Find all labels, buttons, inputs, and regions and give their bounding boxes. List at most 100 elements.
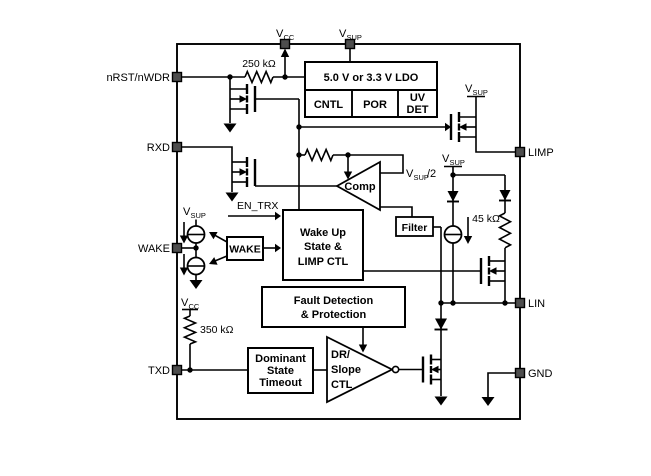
- pin-label-gnd: GND: [528, 368, 553, 380]
- pin-label-rxd: RXD: [147, 142, 170, 154]
- ldo-uv: UV: [410, 92, 426, 104]
- rxd-mosfet: [239, 157, 257, 187]
- ground-icon: [223, 123, 237, 133]
- ground-icon: [434, 396, 448, 406]
- diode: [434, 318, 448, 331]
- wakeup-line1: Wake Up: [300, 227, 346, 239]
- pin-vsup: [344, 38, 356, 50]
- ldo-por: POR: [363, 99, 387, 111]
- svg-text:V: V: [406, 168, 414, 180]
- svg-text:SUP: SUP: [450, 158, 465, 167]
- pin-nrst: [171, 71, 183, 83]
- comp-label: Comp: [344, 181, 375, 193]
- svg-text:V: V: [276, 28, 284, 40]
- ground-icon: [481, 397, 495, 406]
- dominant-line2: State: [267, 365, 294, 377]
- label-en-trx: EN_TRX: [237, 200, 278, 212]
- ground-icon: [189, 280, 203, 289]
- filter-label: Filter: [402, 222, 428, 234]
- pin-label-limp: LIMP: [528, 147, 554, 159]
- wake-current-arrow: [179, 235, 189, 244]
- lin-mosfet: [479, 256, 497, 286]
- svg-text:SUP: SUP: [347, 33, 362, 42]
- pin-label-txd: TXD: [148, 365, 170, 377]
- wake-block: [226, 236, 264, 261]
- en-trx-arrow: [275, 211, 281, 221]
- diode: [447, 191, 459, 203]
- fault-block: [261, 286, 406, 328]
- vcc-up-arrow: [280, 48, 290, 57]
- wake-ctl-diag-arrow: [209, 257, 218, 265]
- resistor-bias: [304, 147, 334, 163]
- inverter-bubble: [391, 365, 400, 374]
- svg-text:SUP: SUP: [473, 88, 488, 97]
- fault-line2: & Protection: [301, 309, 367, 321]
- ldo-cntl: CNTL: [314, 99, 344, 111]
- svg-text:V: V: [339, 28, 347, 40]
- comparator-triangle: [335, 160, 381, 212]
- dominant-line1: Dominant: [255, 353, 306, 365]
- svg-text:V: V: [183, 206, 191, 218]
- pin-gnd: [514, 367, 526, 379]
- pin-txd: [171, 364, 183, 376]
- ground-symbols: [189, 123, 495, 406]
- pin-limp: [514, 146, 526, 158]
- current-source: [186, 225, 206, 244]
- resistor-350k: [182, 315, 198, 345]
- ldo-det: DET: [407, 104, 429, 116]
- svg-text:SUP: SUP: [414, 173, 429, 182]
- pin-label-nrst: nRST/nWDR: [106, 72, 170, 84]
- pin-squares: [171, 38, 526, 379]
- wakeup-block: [282, 209, 364, 281]
- svg-text:V: V: [442, 153, 450, 165]
- wake-label: WAKE: [229, 244, 261, 256]
- diode: [499, 190, 511, 202]
- mosfets: [239, 84, 497, 385]
- pin-vcc: [279, 38, 291, 50]
- comp-enable-arrow: [343, 171, 353, 180]
- dominant-line3: Timeout: [259, 377, 302, 389]
- junction-dots: [187, 74, 508, 373]
- pin-lin: [514, 297, 526, 309]
- drslope-line2: Slope: [331, 364, 361, 376]
- svg-text:CC: CC: [189, 302, 200, 311]
- wake-to-ctl-arrow: [275, 243, 281, 253]
- current-source: [443, 225, 463, 244]
- limp-gate-arrow: [445, 122, 451, 132]
- filter-block: [395, 216, 434, 237]
- current-sources: [186, 225, 463, 276]
- fault-line1: Fault Detection: [294, 295, 374, 307]
- arrowheads: [179, 48, 473, 353]
- mosfet-taps: [230, 88, 505, 381]
- svg-text:SUP: SUP: [191, 211, 206, 220]
- txd-output-mosfet: [421, 354, 439, 385]
- pin-label-wake: WAKE: [138, 243, 170, 255]
- svg-text:/2: /2: [427, 168, 436, 180]
- svg-text:V: V: [181, 297, 189, 309]
- drslope-line3: CTL: [331, 379, 353, 391]
- slope-ctl-triangle: [326, 335, 395, 404]
- pin-label-lin: LIN: [528, 298, 545, 310]
- svg-text:V: V: [465, 83, 473, 95]
- resistor-250k: [244, 69, 274, 85]
- svg-text:CC: CC: [284, 33, 295, 42]
- label-45k: 45 kΩ: [472, 213, 500, 225]
- pin-rxd: [171, 141, 183, 153]
- wakeup-line2: State &: [304, 241, 342, 253]
- ldo-title: 5.0 V or 3.3 V LDO: [324, 72, 419, 84]
- resistor-45k: [497, 212, 513, 249]
- diodes: [434, 190, 511, 331]
- fault-arrow: [358, 344, 368, 353]
- current-source: [186, 256, 206, 276]
- ground-icon: [225, 192, 239, 202]
- wake-current-arrow: [179, 267, 189, 276]
- dominant-block: [247, 347, 314, 394]
